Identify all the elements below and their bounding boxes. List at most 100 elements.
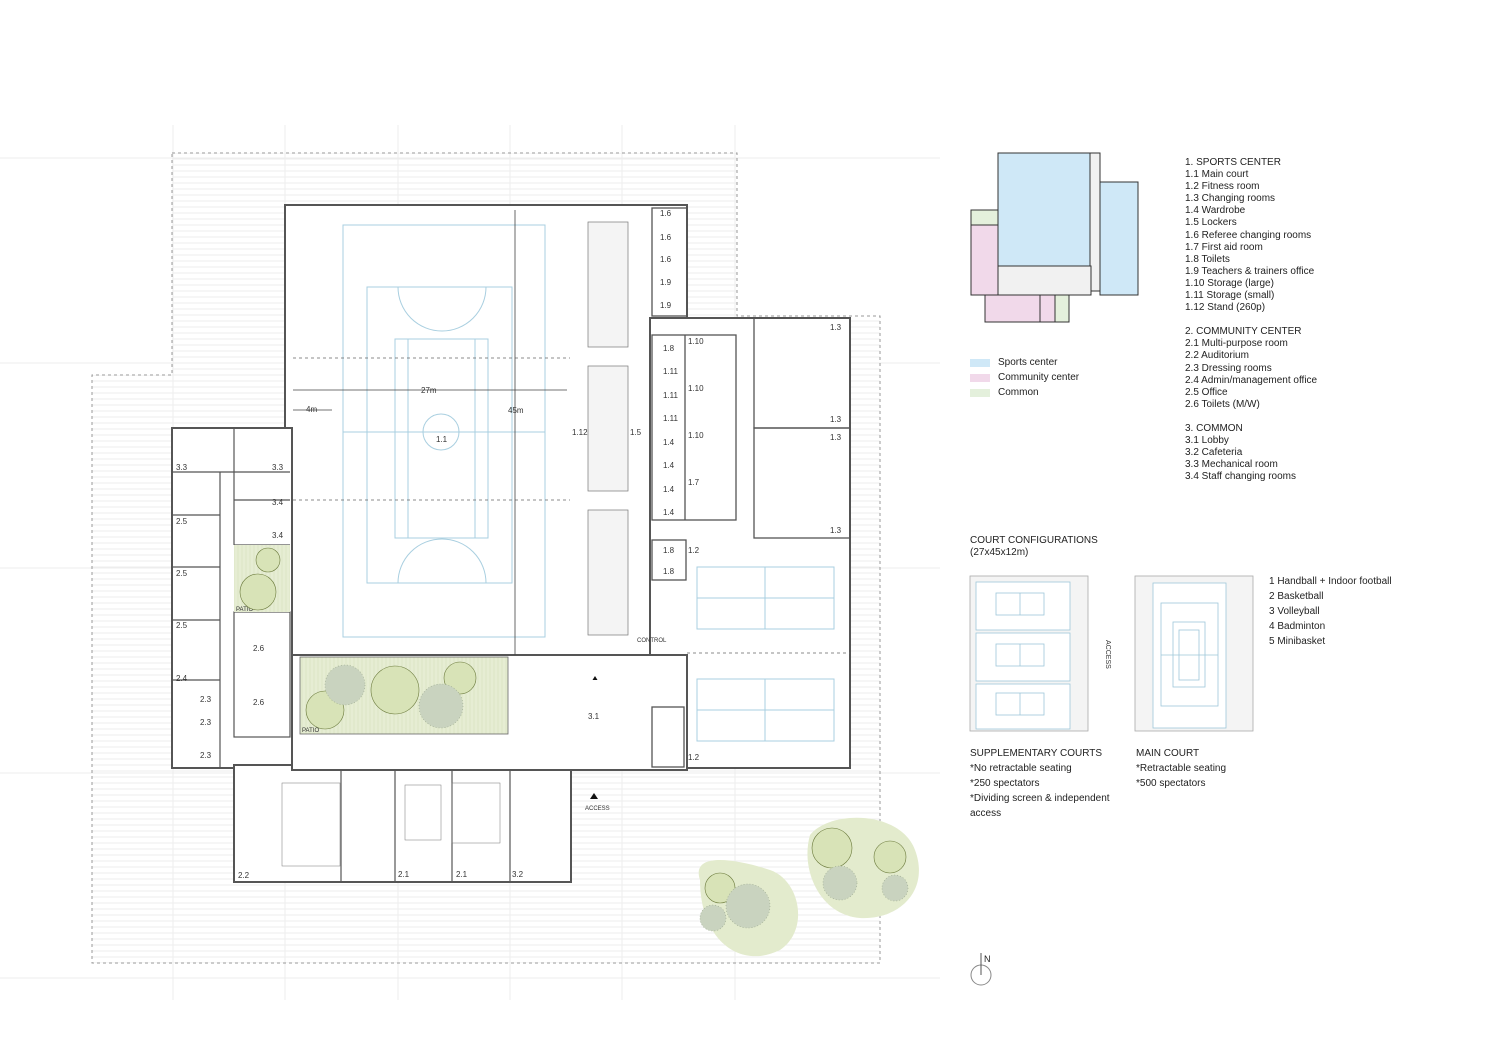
svg-text:3.4: 3.4	[272, 531, 284, 540]
supplementary-notes: SUPPLEMENTARY COURTS *No retractable sea…	[970, 746, 1110, 821]
swatch-icon	[970, 373, 990, 382]
svg-text:1.8: 1.8	[663, 344, 675, 353]
svg-text:1.3: 1.3	[830, 415, 842, 424]
key-label: Common	[998, 387, 1039, 398]
svg-text:2.5: 2.5	[176, 621, 188, 630]
svg-text:2.2: 2.2	[238, 871, 250, 880]
sport-item: 5 Minibasket	[1269, 636, 1326, 647]
svg-text:1.6: 1.6	[660, 233, 672, 242]
legend-title: 3. COMMON	[1185, 422, 1243, 434]
zoning-key: Sports center Community center Common	[970, 355, 1079, 400]
court-config-title: COURT CONFIGURATIONS (27x45x12m)	[970, 535, 1098, 559]
key-common: Common	[970, 385, 1079, 400]
svg-text:1.4: 1.4	[663, 508, 675, 517]
access-arrow-icon	[590, 793, 598, 799]
legend-item: 3.1 Lobby	[1185, 434, 1229, 446]
legend-item: 2.2 Auditorium	[1185, 350, 1249, 362]
legend-item: 1.10 Storage (large)	[1185, 277, 1274, 289]
dividing-screens	[293, 357, 570, 501]
notes-title: MAIN COURT	[1136, 748, 1200, 759]
key-sports: Sports center	[970, 355, 1079, 370]
main-court	[342, 224, 546, 638]
note: *No retractable seating	[970, 763, 1072, 774]
sport-list: 1 Handball + Indoor football 2 Basketbal…	[1269, 574, 1392, 649]
svg-text:1.4: 1.4	[663, 485, 675, 494]
legend-item: 2.5 Office	[1185, 386, 1228, 398]
legend-item: 1.8 Toilets	[1185, 253, 1230, 265]
svg-text:1.6: 1.6	[660, 209, 672, 218]
dimension-lines	[293, 210, 567, 655]
room-labels-south: 3.1 2.2 2.1 2.1 3.2 ACCESS	[238, 712, 610, 880]
court-config-heading: COURT CONFIGURATIONS	[970, 535, 1098, 546]
svg-text:2.5: 2.5	[176, 517, 188, 526]
svg-text:1.11: 1.11	[663, 414, 679, 423]
room-1-12-label: 1.12	[572, 428, 588, 437]
main-court-notes: MAIN COURT *Retractable seating *500 spe…	[1136, 746, 1226, 791]
note: *500 spectators	[1136, 778, 1206, 789]
svg-text:2.4: 2.4	[176, 674, 188, 683]
svg-text:PATIO: PATIO	[236, 607, 253, 613]
lobby-entry-arrow-icon	[592, 676, 598, 680]
length-dimension: 45m	[508, 406, 524, 415]
access-label: ACCESS	[1104, 640, 1111, 669]
court-config-dimensions: (27x45x12m)	[970, 547, 1029, 558]
svg-text:ACCESS: ACCESS	[585, 806, 610, 812]
swatch-icon	[970, 358, 990, 367]
legend-title: 2. COMMUNITY CENTER	[1185, 326, 1302, 338]
svg-text:1.8: 1.8	[663, 546, 675, 555]
legend-group-sports: 1. SPORTS CENTER 1.1 Main court 1.2 Fitn…	[1185, 157, 1317, 314]
legend-item: 1.4 Wardrobe	[1185, 205, 1246, 217]
svg-text:CONTROL: CONTROL	[637, 638, 667, 644]
svg-text:3.2: 3.2	[512, 870, 524, 879]
legend-item: 1.9 Teachers & trainers office	[1185, 265, 1315, 277]
service-rooms	[651, 207, 851, 768]
legend-item: 3.2 Cafeteria	[1185, 447, 1243, 459]
legend-item: 1.3 Changing rooms	[1185, 193, 1276, 205]
patio-label: PATIO	[302, 728, 319, 734]
legend-item: 1.1 Main court	[1185, 169, 1249, 181]
supplementary-courts	[696, 566, 835, 742]
sport-item: 4 Badminton	[1269, 621, 1326, 632]
north-label: N	[984, 954, 991, 964]
svg-text:2.5: 2.5	[176, 569, 188, 578]
svg-text:2.3: 2.3	[200, 751, 212, 760]
svg-text:3.4: 3.4	[272, 498, 284, 507]
key-label: Sports center	[998, 357, 1058, 368]
sport-item: 2 Basketball	[1269, 591, 1324, 602]
svg-text:1.3: 1.3	[830, 526, 842, 535]
svg-text:2.3: 2.3	[200, 718, 212, 727]
legend-item: 3.4 Staff changing rooms	[1185, 471, 1296, 483]
legend-item: 2.6 Toilets (M/W)	[1185, 398, 1260, 410]
room-labels-east: 1.6 1.6 1.6 1.9 1.9 1.8 1.10 1.11 1.10 1…	[637, 209, 842, 762]
key-community: Community center	[970, 370, 1079, 385]
svg-text:1.7: 1.7	[688, 478, 700, 487]
svg-text:1.10: 1.10	[688, 384, 704, 393]
room-1-5-label: 1.5	[630, 428, 642, 437]
legend-item: 1.2 Fitness room	[1185, 181, 1260, 193]
svg-text:1.4: 1.4	[663, 461, 675, 470]
legend-item: 1.12 Stand (260p)	[1185, 302, 1266, 314]
legend-group-community: 2. COMMUNITY CENTER 2.1 Multi-purpose ro…	[1185, 326, 1317, 411]
legend-item: 2.3 Dressing rooms	[1185, 362, 1272, 374]
north-arrow-icon	[970, 953, 992, 986]
main-court-diagram	[1134, 575, 1254, 732]
svg-text:3.1: 3.1	[588, 712, 600, 721]
auditorium-seats	[281, 782, 501, 867]
svg-text:1.4: 1.4	[663, 438, 675, 447]
svg-text:1.10: 1.10	[688, 431, 704, 440]
legend-item: 1.5 Lockers	[1185, 217, 1237, 229]
svg-text:1.2: 1.2	[688, 546, 700, 555]
stands	[587, 221, 629, 636]
margin-dimension: 4m	[306, 405, 317, 414]
svg-text:3.3: 3.3	[176, 463, 188, 472]
svg-text:1.9: 1.9	[660, 278, 672, 287]
notes-title: SUPPLEMENTARY COURTS	[970, 748, 1103, 759]
svg-text:2.3: 2.3	[200, 695, 212, 704]
svg-text:1.8: 1.8	[663, 567, 675, 576]
legend-item: 2.4 Admin/management office	[1185, 374, 1318, 386]
room-1-1-label: 1.1	[436, 435, 448, 444]
trees-patio	[239, 547, 477, 730]
width-dimension: 27m	[421, 386, 437, 395]
note: *Dividing screen & independent	[970, 793, 1110, 804]
exterior-trees	[698, 817, 919, 957]
